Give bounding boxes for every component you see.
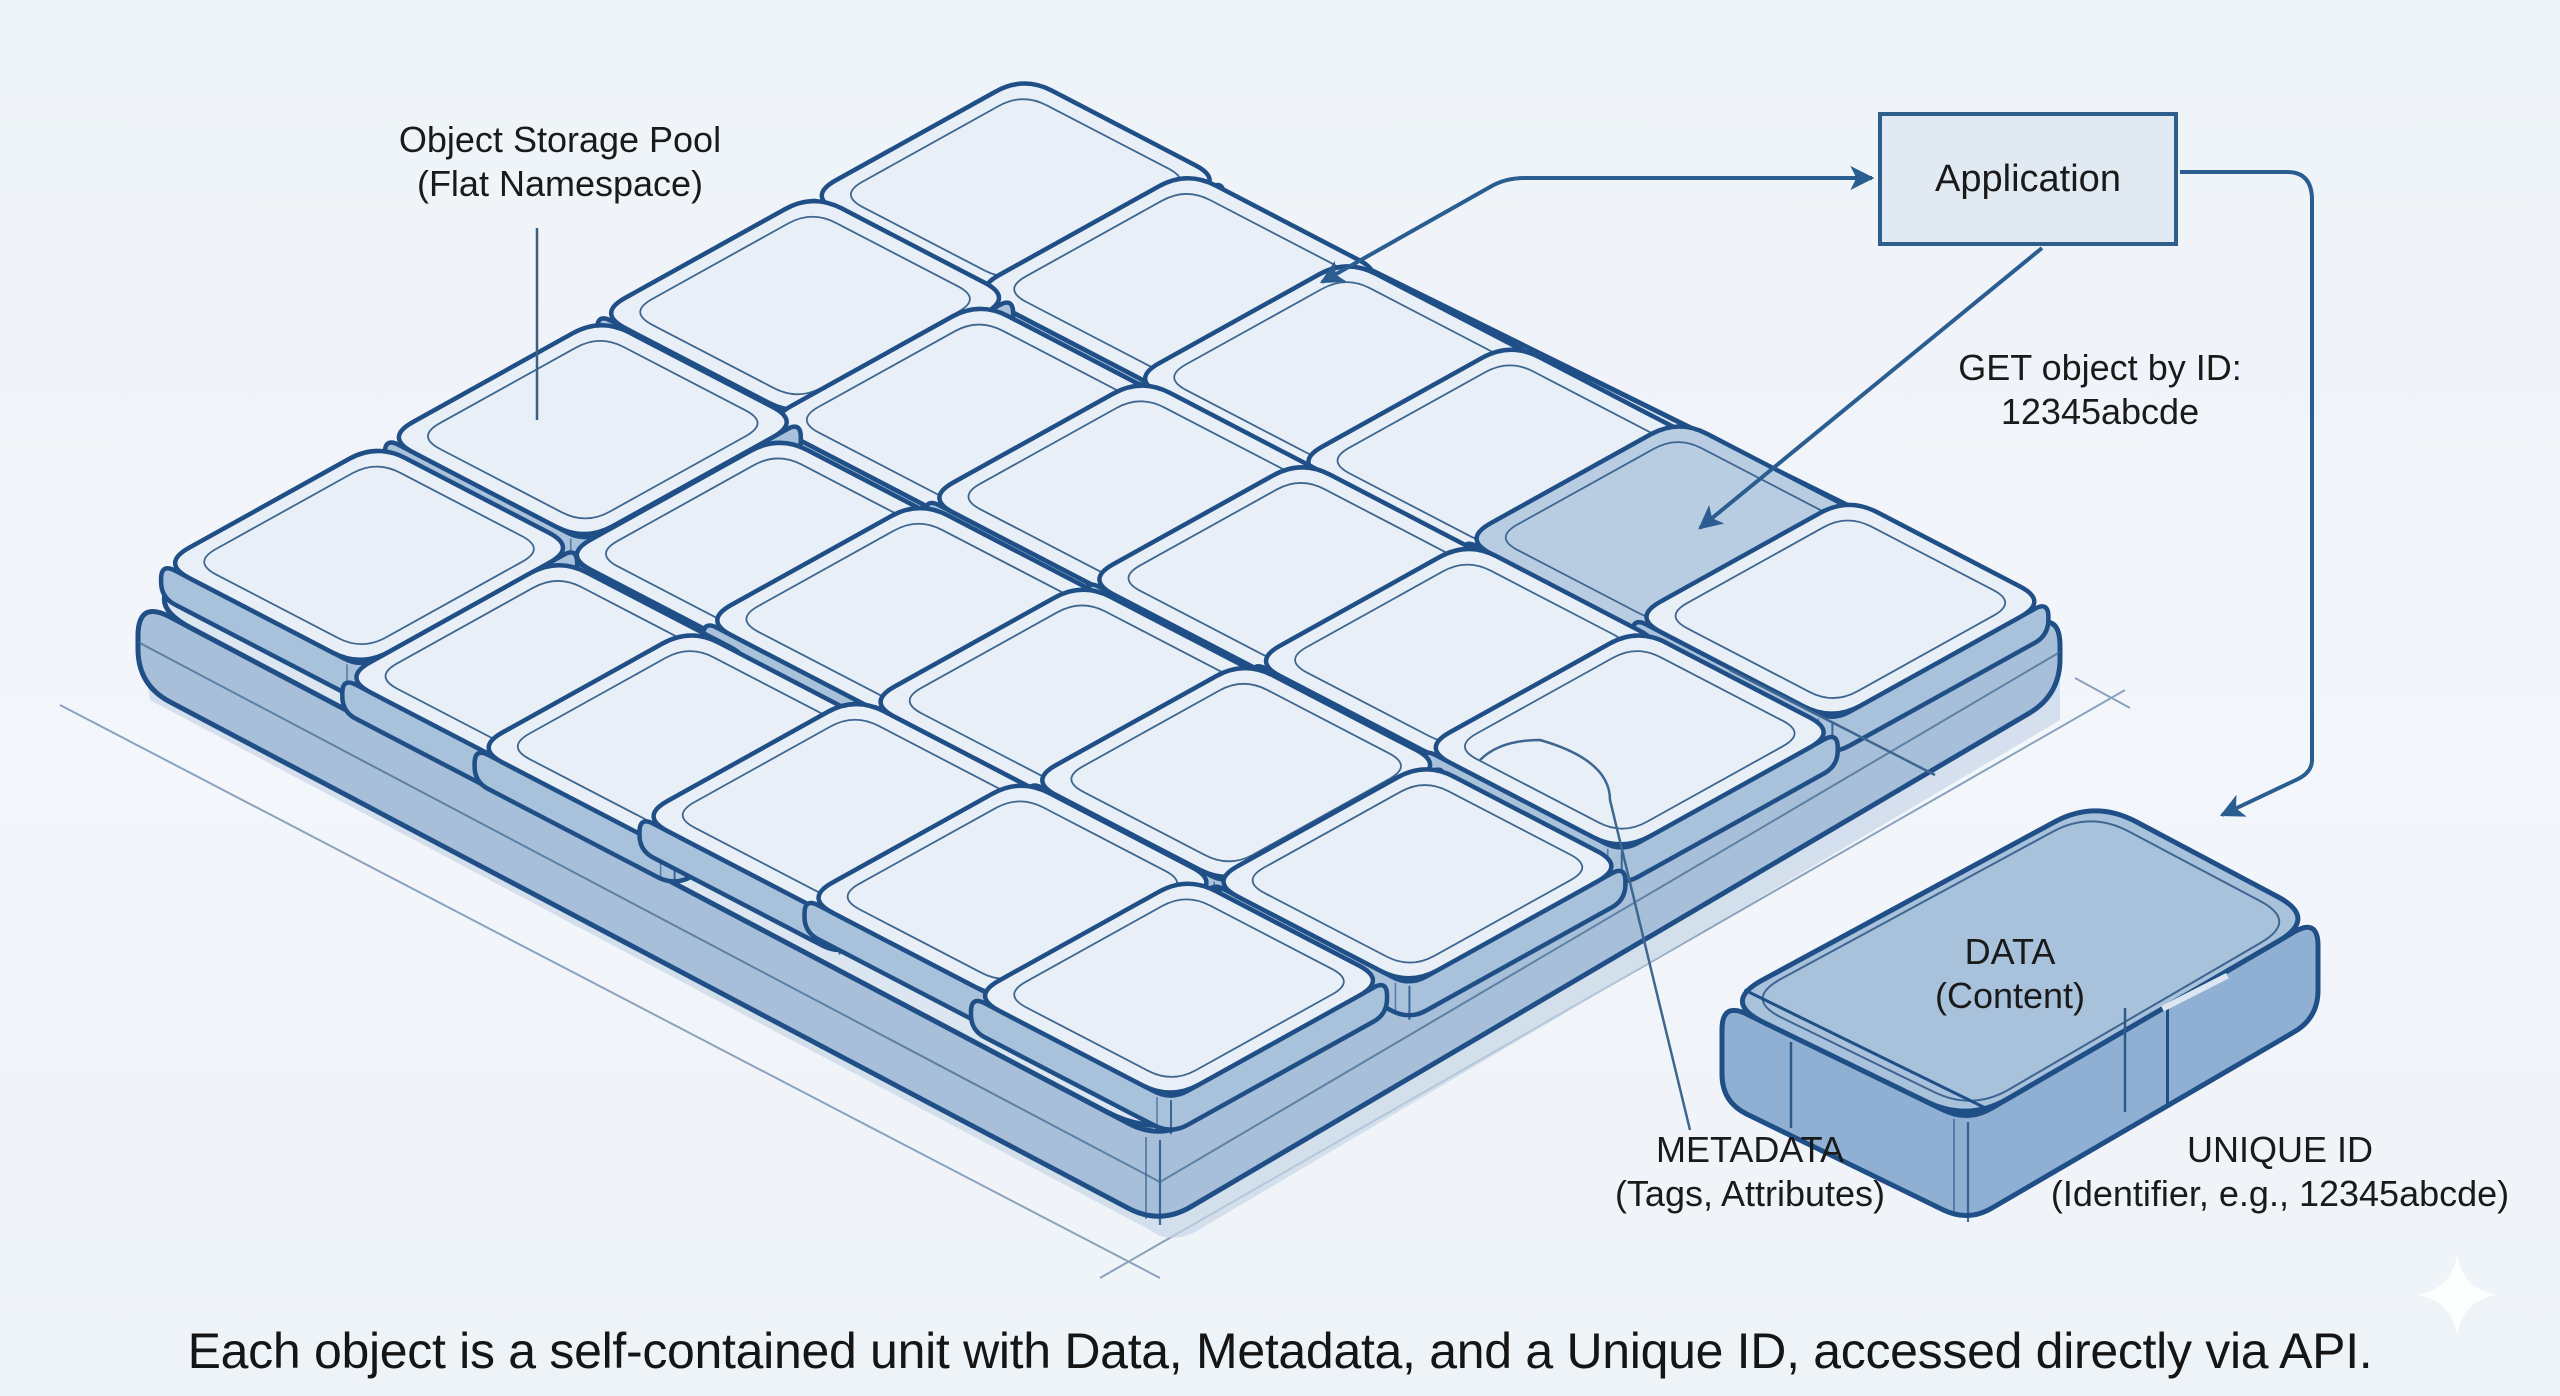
metadata-label: METADATA (Tags, Attributes)	[1580, 1128, 1920, 1216]
object-top	[1740, 808, 2301, 1114]
object-inset	[1761, 820, 2281, 1102]
get-request-text: GET object by ID:	[1958, 347, 2242, 388]
object-metadata-divider	[1743, 988, 1990, 1112]
object-tile-inset	[1674, 519, 2007, 699]
storage-pool-label-subtitle: (Flat Namespace)	[416, 163, 704, 204]
data-label-subtitle: (Content)	[1934, 975, 2086, 1016]
object	[1719, 808, 2321, 1222]
leader-tile-to-object-2	[1729, 668, 1936, 777]
metadata-label-title: METADATA	[1656, 1129, 1844, 1170]
application-label: Application	[1935, 157, 2121, 200]
data-label-title: DATA	[1964, 931, 2056, 972]
get-request-id: 12345abcde	[2000, 391, 2200, 432]
arrow-pool-to-application	[1319, 166, 1875, 284]
object-tile-inset	[427, 339, 759, 520]
unique-id-label-subtitle: (Identifier, e.g., 12345abcde)	[2050, 1173, 2510, 1214]
object-tile-inset	[203, 465, 535, 646]
get-request-label: GET object by ID: 12345abcde	[1880, 346, 2320, 434]
object-tile-top	[1221, 767, 1614, 981]
data-label: DATA (Content)	[1880, 930, 2140, 1018]
object-tile-top	[982, 881, 1376, 1095]
leader-tile-to-object	[1479, 738, 1692, 1131]
tray-side-groove	[137, 641, 2061, 1184]
storage-pool-label-title: Object Storage Pool	[398, 119, 722, 160]
object-tile-inset	[1013, 898, 1345, 1078]
sparkle-icon	[2416, 1254, 2498, 1336]
object-id-divider-highlight	[2161, 973, 2229, 1012]
arrow-get-request	[1698, 246, 2044, 530]
storage-pool-label: Object Storage Pool (Flat Namespace)	[340, 118, 780, 206]
storage-pool-objects	[158, 81, 2051, 1135]
unique-id-label-title: UNIQUE ID	[2186, 1129, 2373, 1170]
metadata-label-subtitle: (Tags, Attributes)	[1614, 1173, 1886, 1214]
arrow-application-to-object	[2180, 170, 2314, 817]
diagram-caption: Each object is a self-contained unit wit…	[187, 1323, 2373, 1379]
tray-shadow	[140, 640, 2060, 1239]
object-tile-top	[1644, 502, 2037, 716]
object-tile-inset	[1251, 784, 1584, 964]
object-block	[1719, 808, 2321, 1222]
unique-id-label: UNIQUE ID (Identifier, e.g., 12345abcde)	[2020, 1128, 2540, 1216]
application-box: Application	[1878, 112, 2178, 246]
object-tile-top	[1433, 633, 1826, 847]
object-tile-inset	[1464, 650, 1796, 830]
object-tile	[968, 881, 1390, 1135]
object-tile-inset	[1070, 682, 1402, 863]
